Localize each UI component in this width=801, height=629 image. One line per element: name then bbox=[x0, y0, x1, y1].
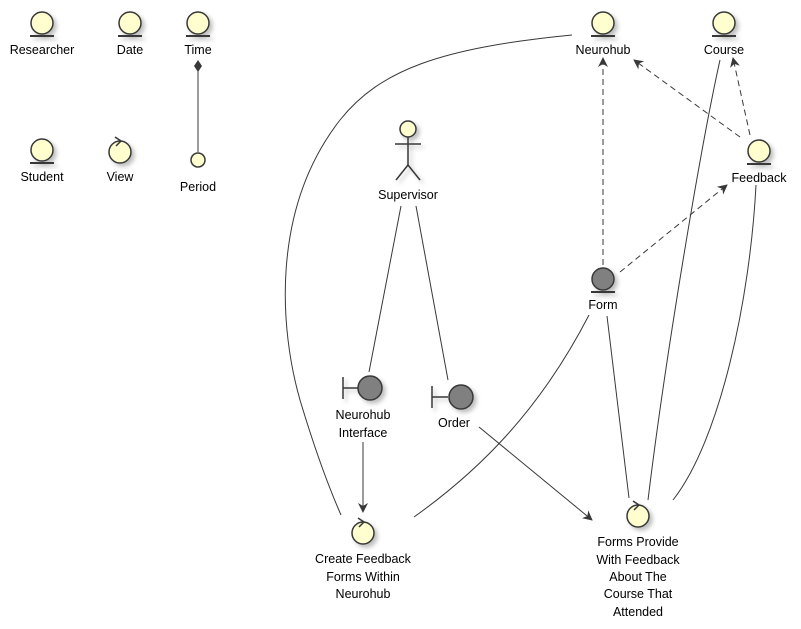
neurohub-label: Neurohub bbox=[576, 43, 631, 57]
entity-form[interactable] bbox=[591, 267, 615, 293]
date-label: Date bbox=[117, 43, 143, 57]
feedback-neurohub-dep bbox=[633, 59, 741, 138]
order-forms-edge bbox=[478, 426, 593, 521]
feedback-forms-edge bbox=[672, 184, 757, 501]
order-label: Order bbox=[438, 416, 470, 430]
neurohub-create-edge bbox=[284, 34, 573, 516]
time-period-link bbox=[194, 60, 202, 152]
supervisor-order-edge bbox=[415, 205, 449, 381]
form-create-edge bbox=[413, 314, 590, 518]
form-forms-edge bbox=[606, 315, 630, 499]
view-label: View bbox=[107, 170, 135, 184]
supervisor-interface-edge bbox=[368, 205, 402, 373]
period-node[interactable] bbox=[190, 152, 206, 168]
control-view[interactable] bbox=[108, 136, 132, 164]
form-label: Form bbox=[588, 298, 617, 312]
student-label: Student bbox=[20, 170, 64, 184]
create-feedback-label-line1: Create Feedback bbox=[315, 552, 412, 566]
actor-supervisor[interactable] bbox=[395, 120, 421, 181]
control-forms-provide[interactable] bbox=[626, 500, 650, 528]
create-feedback-label-line2: Forms Within bbox=[326, 570, 400, 584]
form-feedback-dep bbox=[619, 184, 728, 273]
researcher-label: Researcher bbox=[10, 43, 75, 57]
forms-provide-label-line2: With Feedback bbox=[596, 553, 680, 567]
entity-neurohub[interactable] bbox=[591, 11, 615, 37]
feedback-label: Feedback bbox=[732, 171, 788, 185]
entity-feedback[interactable] bbox=[747, 139, 771, 165]
neurohub-interface-label-line1: Neurohub bbox=[336, 408, 391, 422]
entity-time[interactable] bbox=[186, 11, 210, 37]
create-feedback-label-line3: Neurohub bbox=[336, 587, 391, 601]
forms-provide-label-line5: Attended bbox=[613, 605, 663, 619]
neurohub-interface-label-line2: Interface bbox=[339, 426, 388, 440]
forms-provide-label-line4: Course That bbox=[604, 587, 673, 601]
supervisor-label: Supervisor bbox=[378, 188, 438, 202]
boundary-neurohub-interface[interactable] bbox=[342, 375, 383, 401]
entity-course[interactable] bbox=[712, 11, 736, 37]
course-label: Course bbox=[704, 43, 744, 57]
forms-provide-label-line1: Forms Provide bbox=[597, 535, 678, 549]
entity-date[interactable] bbox=[118, 11, 142, 37]
entity-researcher[interactable] bbox=[30, 11, 54, 37]
period-label: Period bbox=[180, 180, 216, 194]
forms-provide-label-line3: About The bbox=[609, 570, 667, 584]
boundary-order[interactable] bbox=[431, 384, 474, 410]
course-forms-edge bbox=[647, 59, 721, 501]
entity-student[interactable] bbox=[30, 138, 54, 164]
feedback-course-dep bbox=[730, 57, 751, 136]
control-create-feedback[interactable] bbox=[351, 517, 375, 545]
time-label: Time bbox=[184, 43, 211, 57]
